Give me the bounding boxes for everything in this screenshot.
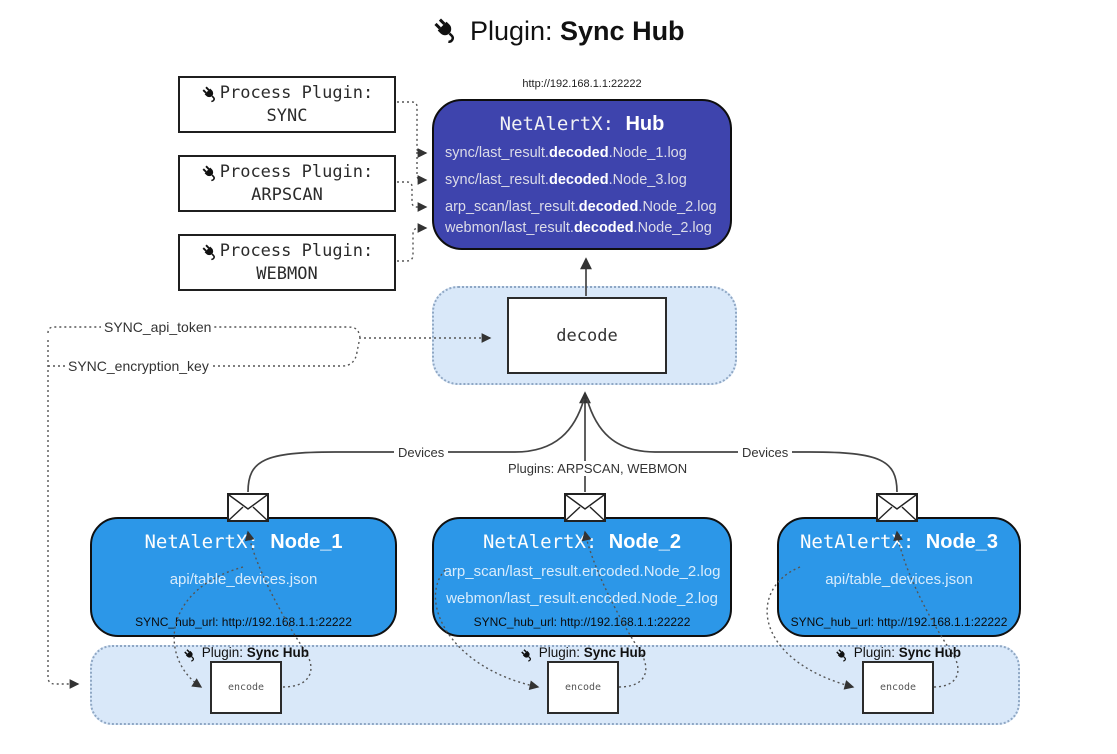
node-line: api/table_devices.json (825, 571, 973, 588)
encode-plugin-label: Plugin: Sync Hub (156, 645, 336, 663)
node-box-3: NetAlertX: Node_3 api/table_devices.json… (777, 517, 1021, 637)
edge-sync-to-hub-log1 (397, 101, 428, 158)
node-title: NetAlertX: Node_1 (144, 531, 343, 553)
plug-icon (200, 242, 219, 261)
page-title: Plugin: Sync Hub (0, 15, 1117, 47)
process-plugin-name: ARPSCAN (251, 185, 323, 205)
encode-plugin-label: Plugin: Sync Hub (493, 645, 673, 663)
hub-url-label: http://192.168.1.1:22222 (522, 78, 642, 90)
devices-right-label: Devices (738, 445, 793, 460)
sync-api-token-label: SYNC_api_token (101, 319, 215, 335)
node-box-2: NetAlertX: Node_2 arp_scan/last_result.e… (432, 517, 732, 637)
process-plugin-label: Process Plugin: (219, 241, 374, 261)
hub-title-prefix: NetAlertX: (499, 113, 615, 135)
edge-webmon-to-hub-log4 (397, 223, 428, 262)
encode-box-1: encode (210, 661, 282, 714)
plug-icon (182, 647, 197, 663)
node-title: NetAlertX: Node_2 (482, 531, 682, 553)
decode-box: decode (507, 297, 667, 374)
process-plugin-box-webmon: Process Plugin: WEBMON (178, 234, 396, 291)
encode-box-3: encode (862, 661, 934, 714)
hub-log-line: sync/last_result.decoded.Node_3.log (445, 172, 687, 188)
node-hub-url: SYNC_hub_url: http://192.168.1.1:22222 (473, 615, 691, 629)
process-plugin-name: WEBMON (256, 264, 318, 284)
plug-icon (834, 647, 849, 663)
sync-encryption-key-label: SYNC_encryption_key (65, 358, 212, 374)
node-hub-url: SYNC_hub_url: http://192.168.1.1:22222 (790, 615, 1008, 629)
encode-box-2: encode (547, 661, 619, 714)
hub-title-name: Hub (625, 113, 665, 135)
node-hub-url: SYNC_hub_url: http://192.168.1.1:22222 (135, 615, 352, 629)
edge-config-to-encode-band (47, 340, 80, 689)
edge-sync-to-hub-log2 (416, 152, 428, 185)
page-title-prefix: Plugin: (469, 16, 553, 46)
page-title-name: Sync Hub (560, 16, 685, 46)
hub-log-line: arp_scan/last_result.decoded.Node_2.log (445, 199, 717, 215)
hub-log-line: webmon/last_result.decoded.Node_2.log (445, 220, 712, 236)
hub-box: NetAlertX: Hub sync/last_result.decoded.… (432, 99, 732, 250)
process-plugin-label: Process Plugin: (219, 83, 374, 103)
node-line: webmon/last_result.encoded.Node_2.log (446, 590, 718, 607)
node-box-1: NetAlertX: Node_1 api/table_devices.json… (90, 517, 397, 637)
process-plugin-name: SYNC (266, 106, 308, 126)
hub-title: NetAlertX: Hub (434, 113, 730, 136)
process-plugin-label: Process Plugin: (219, 162, 374, 182)
node-line: api/table_devices.json (169, 571, 318, 588)
node-line: arp_scan/last_result.encoded.Node_2.log (443, 563, 721, 580)
plugins-mid-label: Plugins: ARPSCAN, WEBMON (504, 461, 692, 476)
plug-icon (200, 163, 219, 182)
edge-arpscan-to-hub-log3 (397, 181, 428, 212)
plug-icon (432, 15, 461, 45)
node-title: NetAlertX: Node_3 (799, 531, 999, 553)
encode-plugin-label: Plugin: Sync Hub (808, 645, 988, 663)
plug-icon (519, 647, 534, 663)
process-plugin-box-sync: Process Plugin: SYNC (178, 76, 396, 133)
process-plugin-box-arpscan: Process Plugin: ARPSCAN (178, 155, 396, 212)
devices-left-label: Devices (394, 445, 449, 460)
plug-icon (200, 84, 219, 103)
hub-log-line: sync/last_result.decoded.Node_1.log (445, 145, 687, 161)
